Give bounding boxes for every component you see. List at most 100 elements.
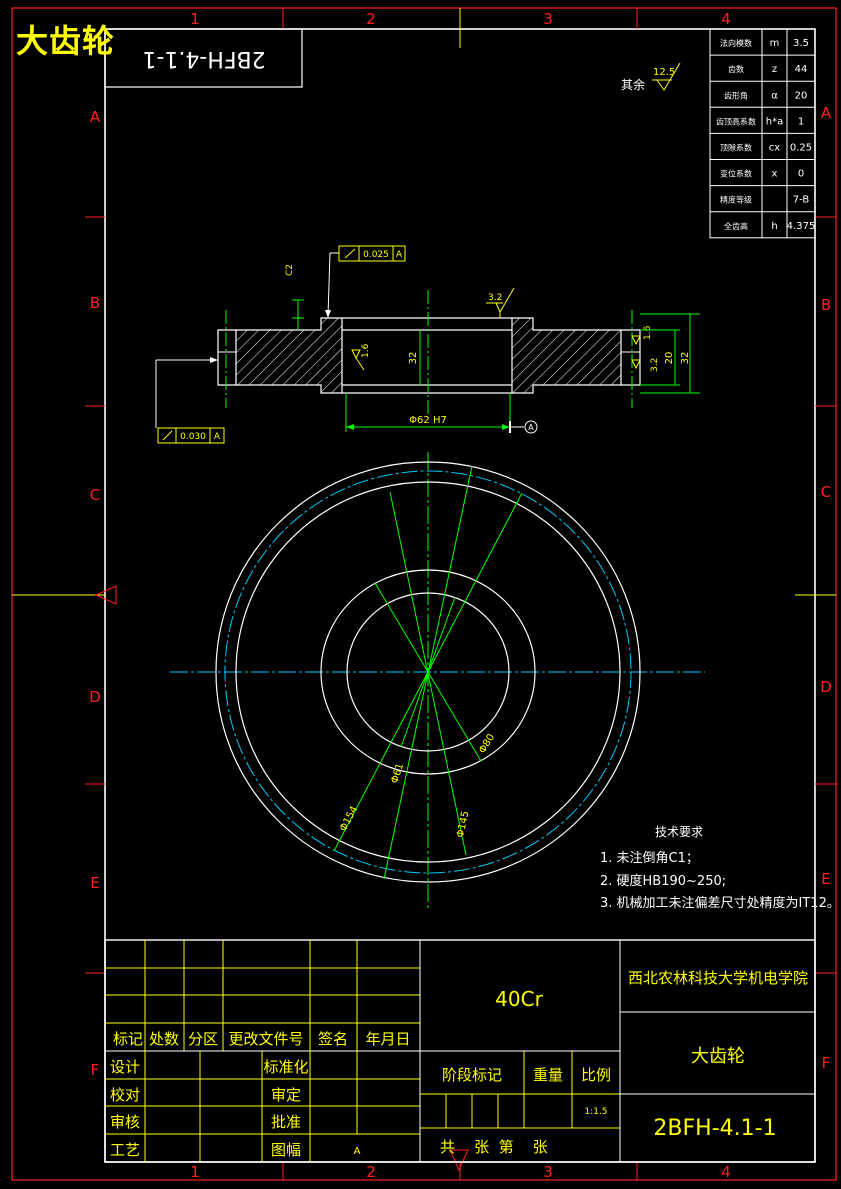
sheets-text: 共 张 第 张 (440, 1138, 548, 1156)
param-name-4: 顶隙系数 (720, 142, 752, 152)
param-name-0: 法向模数 (720, 38, 752, 48)
drawing-number: 2BFH-4.1-1 (653, 1116, 776, 1141)
zone-number-top-2: 2 (366, 10, 376, 28)
zone-letter-left-d: D (89, 688, 101, 706)
rotated-number-box: 2BFH-4.1-1 (104, 28, 303, 88)
tolerance-top-datum: A (396, 250, 403, 260)
zone-number-bottom-3: 3 (543, 1163, 553, 1181)
param-symbol-1: z (772, 64, 777, 75)
zone-number-bottom-4: 4 (721, 1163, 731, 1181)
zone-letter-left-a: A (90, 108, 101, 126)
zone-labels: 1 2 3 4 1 2 3 4 A B C D E F A B C D E F (89, 10, 832, 1181)
param-value-7: 4.375 (787, 221, 816, 232)
chamfer-label: C2 (285, 264, 295, 276)
zone-letter-right-d: D (820, 678, 832, 696)
header-signature: 签名 (318, 1030, 348, 1048)
root-circle (235, 481, 621, 863)
technical-requirements: 技术要求 1. 未注倒角C1； 2. 硬度HB190~250; 3. 机械加工未… (600, 825, 840, 911)
bore-dimension: Φ62 H7 (409, 415, 447, 426)
surface-finish-others: 其余 12.5 (621, 62, 681, 92)
rotated-drawing-number: 2BFH-4.1-1 (142, 46, 265, 71)
section-right-hatch (511, 317, 622, 394)
param-value-3: 1 (798, 116, 804, 127)
hub-circle (320, 569, 536, 775)
zone-letter-left-c: C (90, 486, 100, 504)
label-review: 审核 (110, 1113, 140, 1131)
param-symbol-4: cx (769, 142, 780, 153)
label-approve: 批准 (271, 1113, 301, 1131)
label-approve-check: 审定 (271, 1086, 301, 1104)
zone-number-bottom-2: 2 (366, 1163, 376, 1181)
roughness-inner-value: 1.6 (361, 343, 371, 358)
scale-value: 1:1.5 (584, 1107, 607, 1117)
surface-finish-label: 其余 (621, 77, 645, 92)
header-change-doc: 更改文件号 (228, 1030, 303, 1048)
front-view: Φ154 Φ145 Φ80 Φ61 (170, 452, 705, 908)
zone-letter-left-e: E (90, 874, 99, 892)
dim-32-right: 32 (680, 352, 691, 365)
header-zone: 分区 (188, 1030, 218, 1048)
param-name-3: 齿顶高系数 (716, 116, 756, 126)
param-value-4: 0.25 (790, 142, 812, 153)
tolerance-top-value: 0.025 (363, 250, 389, 260)
param-symbol-0: m (770, 38, 780, 49)
scale-label: 比例 (581, 1066, 611, 1084)
tech-req-item-3: 3. 机械加工未注偏差尺寸处精度为IT12。 (600, 895, 840, 911)
zone-letter-right-f: F (822, 1054, 831, 1072)
stage-label: 阶段标记 (442, 1066, 502, 1084)
weight-label: 重量 (533, 1066, 563, 1084)
roughness-top-value: 3.2 (488, 293, 502, 303)
zone-number-top-1: 1 (190, 10, 200, 28)
param-symbol-7: h (771, 221, 777, 232)
param-symbol-5: x (772, 169, 778, 180)
header-date: 年月日 (365, 1030, 410, 1048)
param-name-2: 齿形角 (724, 90, 748, 100)
zone-number-top-4: 4 (721, 10, 731, 28)
organization: 西北农林科技大学机电学院 (628, 969, 808, 987)
param-name-5: 变位系数 (720, 169, 752, 179)
title-block-text: 标记 处数 分区 更改文件号 签名 年月日 设计 校对 审核 工艺 标准化 审定… (110, 969, 808, 1159)
param-symbol-2: α (771, 90, 778, 101)
param-name-6: 精度等级 (720, 195, 752, 205)
param-name-1: 齿数 (728, 64, 744, 74)
label-standardize: 标准化 (263, 1058, 308, 1076)
section-left-hatch (235, 317, 343, 394)
tech-req-item-2: 2. 硬度HB190~250; (600, 873, 726, 889)
dim-20: 20 (664, 352, 675, 365)
sheet-size-value: A (354, 1146, 361, 1157)
outer-circle (215, 461, 641, 883)
tech-req-item-1: 1. 未注倒角C1； (600, 851, 699, 866)
zone-letter-right-b: B (821, 296, 831, 314)
dia-bore: Φ61 (389, 762, 406, 785)
param-value-0: 3.5 (793, 38, 809, 49)
pitch-circle (224, 470, 632, 874)
label-sheet-size: 图幅 (271, 1141, 301, 1159)
material: 40Cr (495, 987, 543, 1011)
zone-letter-left-f: F (91, 1061, 100, 1079)
section-view: 0.025 A C2 3.2 1.6 32 1.6 3.2 20 32 (155, 245, 700, 444)
zone-letter-right-a: A (821, 104, 832, 122)
param-value-1: 44 (795, 64, 808, 75)
param-value-6: 7-B (793, 195, 810, 206)
label-process: 工艺 (110, 1141, 140, 1159)
datum-label: A (528, 423, 534, 432)
bore-circle (346, 592, 510, 752)
zone-number-bottom-1: 1 (190, 1163, 200, 1181)
dim-height-inner: 32 (408, 352, 419, 365)
zone-letter-right-e: E (821, 870, 830, 888)
param-value-5: 0 (798, 169, 804, 180)
roughness-right2-value: 3.2 (650, 358, 660, 372)
zone-letter-right-c: C (821, 483, 831, 501)
part-name: 大齿轮 (691, 1046, 745, 1067)
dia-outer: Φ154 (338, 804, 360, 833)
tolerance-bottom-value: 0.030 (180, 432, 206, 442)
header-mark: 标记 (113, 1030, 143, 1048)
title-block (104, 939, 816, 1163)
tech-req-title: 技术要求 (655, 825, 703, 839)
dia-pitch: Φ145 (455, 810, 471, 839)
param-symbol-3: h*a (766, 116, 783, 127)
surface-finish-value: 12.5 (653, 67, 675, 78)
page-title: 大齿轮 (16, 22, 116, 60)
